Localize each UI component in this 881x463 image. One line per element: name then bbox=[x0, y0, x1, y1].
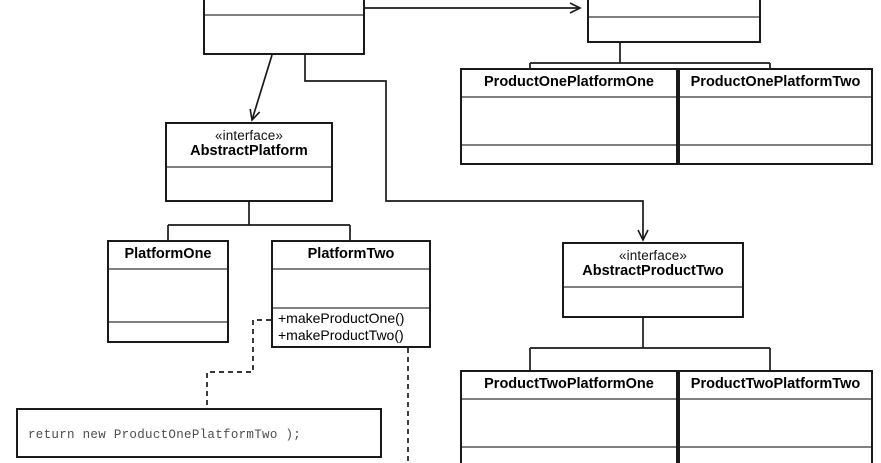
class-stereotype: «interface» bbox=[215, 128, 283, 144]
class-header-abstract-factory bbox=[205, 0, 363, 14]
class-compartment-attributes bbox=[109, 268, 227, 321]
class-header-product-one-platform-two: ProductOnePlatformTwo bbox=[680, 70, 871, 96]
class-name: AbstractPlatform bbox=[190, 142, 308, 159]
class-compartment-operations: +makeProductOne() +makeProductTwo() bbox=[273, 307, 429, 346]
class-compartment-operations bbox=[462, 143, 676, 164]
class-compartment-attributes bbox=[680, 96, 871, 144]
class-box-abstract-platform[interactable]: «interface» AbstractPlatform bbox=[165, 122, 333, 202]
class-compartment-operations bbox=[109, 320, 227, 342]
class-header-product-two-platform-one: ProductTwoPlatformOne bbox=[462, 372, 676, 398]
class-compartment-attributes bbox=[273, 268, 429, 307]
class-header-platform-one: PlatformOne bbox=[109, 242, 227, 268]
class-name: ProductOnePlatformTwo bbox=[690, 73, 861, 90]
class-box-product-two-platform-one[interactable]: ProductTwoPlatformOne bbox=[460, 370, 678, 463]
operation-make-product-one: +makeProductOne() bbox=[278, 310, 405, 327]
class-compartment-attributes bbox=[564, 286, 742, 316]
class-box-abstract-factory[interactable] bbox=[203, 0, 365, 55]
class-box-platform-one[interactable]: PlatformOne bbox=[107, 240, 229, 343]
edge-factory-to-abstract-platform bbox=[249, 54, 273, 122]
class-compartment-attributes bbox=[680, 398, 871, 446]
class-header-abstract-product-one bbox=[589, 0, 759, 16]
class-box-product-one-platform-one[interactable]: ProductOnePlatformOne bbox=[460, 68, 678, 165]
class-compartment-attributes bbox=[462, 96, 676, 144]
class-header-platform-two: PlatformTwo bbox=[273, 242, 429, 268]
class-compartment-operations bbox=[680, 143, 871, 164]
class-compartment-operations bbox=[462, 445, 676, 463]
class-box-product-two-platform-two[interactable]: ProductTwoPlatformTwo bbox=[678, 370, 873, 463]
class-compartment-attributes bbox=[462, 398, 676, 446]
class-name: ProductOnePlatformOne bbox=[484, 73, 654, 90]
class-name: PlatformTwo bbox=[307, 245, 395, 262]
operation-make-product-two: +makeProductTwo() bbox=[278, 327, 404, 343]
class-name: PlatformOne bbox=[124, 245, 212, 262]
class-name: AbstractProductTwo bbox=[582, 262, 724, 279]
class-compartment-attributes bbox=[589, 16, 759, 41]
class-header-product-one-platform-one: ProductOnePlatformOne bbox=[462, 70, 676, 96]
class-stereotype: «interface» bbox=[619, 248, 687, 264]
class-header-abstract-platform: «interface» AbstractPlatform bbox=[167, 124, 331, 166]
note-return-product-one-platform-two[interactable]: return new ProductOnePlatformTwo ); bbox=[16, 408, 382, 458]
class-header-abstract-product-two: «interface» AbstractProductTwo bbox=[564, 244, 742, 286]
edge-generalization-product-one-group bbox=[529, 43, 771, 68]
class-name: ProductTwoPlatformTwo bbox=[690, 375, 861, 392]
class-box-product-one-platform-two[interactable]: ProductOnePlatformTwo bbox=[678, 68, 873, 165]
note-text: return new ProductOnePlatformTwo ); bbox=[28, 428, 302, 442]
class-box-platform-two[interactable]: PlatformTwo +makeProductOne() +makeProdu… bbox=[271, 240, 431, 348]
class-header-product-two-platform-two: ProductTwoPlatformTwo bbox=[680, 372, 871, 398]
class-compartment-operations bbox=[680, 445, 871, 463]
class-compartment-attributes bbox=[167, 166, 331, 200]
edge-generalization-product-two-group bbox=[529, 318, 771, 370]
class-compartment-attributes bbox=[205, 14, 363, 53]
class-box-abstract-product-two[interactable]: «interface» AbstractProductTwo bbox=[562, 242, 744, 318]
class-box-abstract-product-one[interactable] bbox=[587, 0, 761, 43]
class-name: ProductTwoPlatformOne bbox=[484, 375, 654, 392]
edge-generalization-platform-group bbox=[167, 202, 351, 240]
